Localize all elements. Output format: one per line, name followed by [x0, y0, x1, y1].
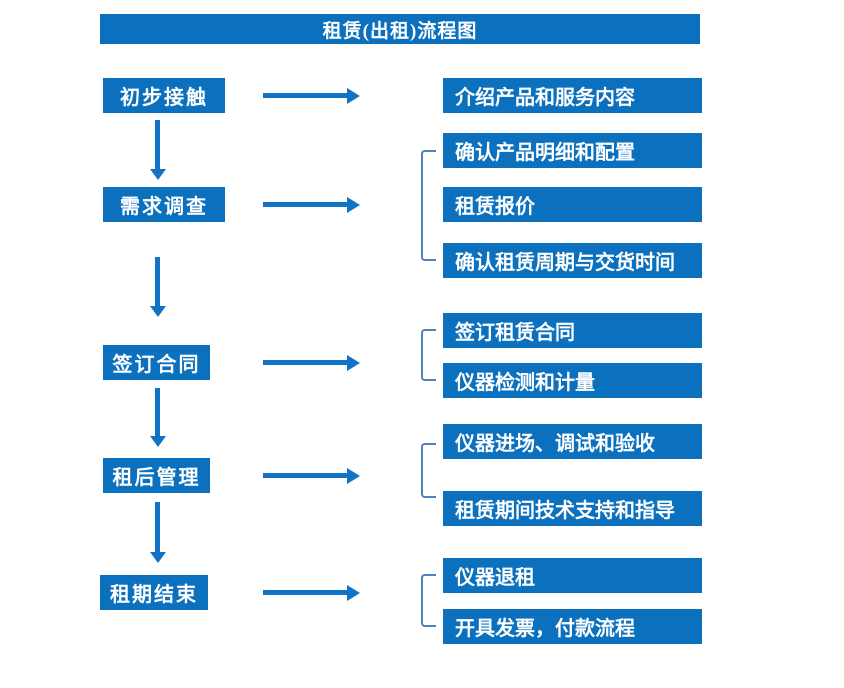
- bracket-group-rental-end: [421, 574, 436, 627]
- arrow-down-icon-3: [155, 388, 160, 436]
- page-title: 租赁(出租)流程图: [322, 20, 478, 42]
- bracket-group-sign-contract: [421, 329, 436, 381]
- detail-box-rental-quote: 租赁报价: [443, 187, 702, 222]
- arrow-down-icon-1: [155, 120, 160, 169]
- detail-label: 仪器退租: [455, 567, 535, 589]
- step-label: 租后管理: [112, 467, 201, 489]
- title-bar: 租赁(出租)流程图: [100, 14, 700, 44]
- detail-label: 签订租赁合同: [455, 322, 575, 344]
- arrow-down-icon-4: [155, 502, 160, 552]
- step-label: 初步接触: [120, 87, 208, 109]
- detail-box-confirm-period: 确认租赁周期与交货时间: [443, 243, 702, 278]
- detail-label: 租赁期间技术支持和指导: [455, 500, 675, 522]
- detail-box-introduce-products: 介绍产品和服务内容: [443, 78, 702, 113]
- arrow-right-icon-row5: [263, 590, 347, 595]
- detail-label: 确认租赁周期与交货时间: [455, 252, 675, 274]
- arrow-right-icon-row1: [263, 93, 347, 98]
- step-box-demand-survey: 需求调查: [103, 187, 225, 222]
- bracket-group-post-rental: [421, 443, 436, 498]
- detail-label: 仪器检测和计量: [455, 372, 595, 394]
- step-box-post-rental-management: 租后管理: [103, 458, 210, 493]
- step-box-sign-contract: 签订合同: [103, 345, 210, 380]
- detail-label: 仪器进场、调试和验收: [455, 433, 655, 455]
- step-label: 租期结束: [110, 584, 198, 606]
- detail-label: 介绍产品和服务内容: [455, 87, 635, 109]
- step-label: 签订合同: [112, 354, 201, 376]
- detail-box-instrument-testing: 仪器检测和计量: [443, 363, 702, 398]
- step-box-rental-end: 租期结束: [100, 575, 208, 610]
- detail-label: 确认产品明细和配置: [455, 142, 635, 164]
- detail-box-instrument-return: 仪器退租: [443, 558, 702, 593]
- detail-box-invoice-payment: 开具发票，付款流程: [443, 609, 702, 644]
- detail-label: 开具发票，付款流程: [455, 618, 635, 640]
- bracket-group-demand-survey: [421, 150, 436, 261]
- arrow-right-icon-row3: [263, 360, 347, 365]
- step-label: 需求调查: [120, 196, 208, 218]
- detail-label: 租赁报价: [455, 196, 535, 218]
- detail-box-instrument-setup: 仪器进场、调试和验收: [443, 424, 702, 459]
- detail-box-sign-rental-contract: 签订租赁合同: [443, 313, 702, 348]
- arrow-right-icon-row4: [263, 473, 347, 478]
- detail-box-tech-support: 租赁期间技术支持和指导: [443, 491, 702, 526]
- arrow-right-icon-row2: [263, 202, 347, 207]
- detail-box-confirm-product-spec: 确认产品明细和配置: [443, 133, 702, 168]
- arrow-down-icon-2: [155, 257, 160, 306]
- step-box-initial-contact: 初步接触: [103, 78, 225, 113]
